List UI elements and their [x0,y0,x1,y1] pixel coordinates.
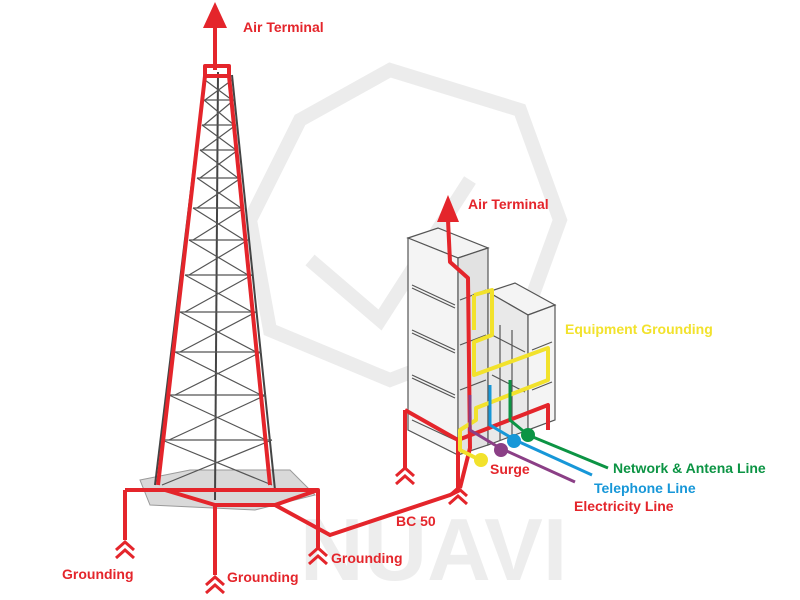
network-node-icon [521,428,535,442]
telephone-node-icon [507,434,521,448]
bc50-label: BC 50 [396,513,436,529]
ground-chevron-icon [115,465,468,595]
air-terminal-building-label: Air Terminal [468,196,549,212]
electricity-node-icon [494,443,508,457]
surge-label: Surge [490,461,530,477]
electricity-line-label: Electricity Line [574,498,674,514]
telephone-line-label: Telephone Line [594,480,696,496]
svg-text:NUAVI: NUAVI [300,500,567,599]
surge-node-icon [474,453,488,467]
air-terminal-tower-label: Air Terminal [243,19,324,35]
arrow-up-icon [203,2,459,222]
grounding-left-label: Grounding [62,566,134,582]
equipment-grounding-line [458,288,550,462]
grounding-right-label: Grounding [331,550,403,566]
watermark-text: NUAVI [300,500,567,599]
equipment-grounding-label: Equipment Grounding [565,321,713,337]
network-antenna-line-label: Network & Antena Line [613,460,766,476]
service-lines [468,380,609,484]
building [406,227,557,456]
grounding-center-label: Grounding [227,569,299,585]
